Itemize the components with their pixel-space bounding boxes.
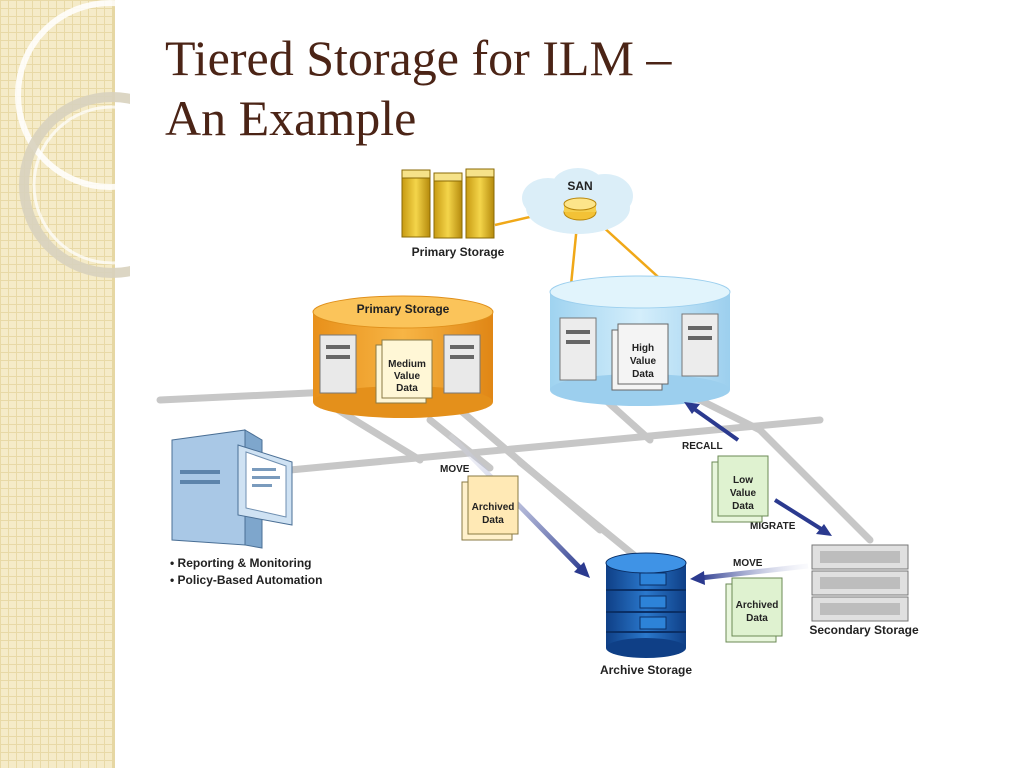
low-value-document-icon	[711, 455, 769, 523]
workstation-icon	[171, 429, 293, 549]
archive-storage-label: Archive Storage	[600, 663, 692, 677]
decorative-circles	[15, 0, 130, 278]
archived-label-1: Archived	[472, 502, 515, 513]
title-line-2: An Example	[165, 90, 417, 146]
sidebar-border	[112, 0, 115, 768]
move-label-2: MOVE	[733, 558, 763, 569]
high-value-label-1: High	[632, 343, 654, 354]
primary-storage-servers-icon	[401, 168, 495, 239]
medium-value-label-1: Medium	[388, 359, 426, 370]
secondary-storage-icon	[811, 544, 909, 622]
high-value-label-3: Data	[632, 369, 654, 380]
migrate-arrow-head	[816, 524, 832, 536]
low-value-label-3: Data	[732, 501, 754, 512]
slide-title: Tiered Storage for ILM – An Example	[165, 28, 671, 148]
archived-label-2-2: Data	[746, 613, 768, 624]
medium-value-label-2: Value	[394, 371, 421, 382]
high-value-label-2: Value	[630, 356, 657, 367]
archived-data-document-icon-2	[725, 577, 783, 643]
bullet-policy: • Policy-Based Automation	[170, 573, 322, 587]
archived-label-2-1: Archived	[736, 600, 779, 611]
move-arrow-head	[574, 562, 590, 578]
recall-arrow	[688, 404, 740, 442]
move-label: MOVE	[440, 464, 470, 475]
primary-storage-cylinder	[312, 295, 494, 418]
bullet-reporting: • Reporting & Monitoring	[170, 556, 312, 570]
title-line-1: Tiered Storage for ILM –	[165, 30, 672, 86]
recall-arrow-head	[684, 402, 700, 414]
server-icon	[559, 317, 597, 381]
move-arrow-2	[699, 563, 809, 581]
medium-value-label-3: Data	[396, 383, 418, 394]
san-label: SAN	[567, 179, 592, 193]
migrate-arrow	[773, 498, 828, 534]
sidebar-pattern	[0, 0, 112, 768]
primary-storage-cylinder-label: Primary Storage	[357, 302, 450, 316]
server-icon	[319, 334, 357, 394]
san-cloud-icon	[522, 168, 633, 234]
secondary-storage-label: Secondary Storage	[809, 623, 919, 637]
archived-label-2: Data	[482, 515, 504, 526]
move-arrow-2-head	[690, 571, 705, 585]
server-icon	[443, 334, 481, 394]
server-icon	[681, 313, 719, 377]
low-value-label-2: Value	[730, 488, 757, 499]
recall-label: RECALL	[682, 441, 723, 452]
archive-storage-icon	[605, 552, 687, 658]
archived-data-document-icon	[461, 475, 519, 541]
low-value-label-1: Low	[733, 475, 753, 486]
primary-storage-top-label: Primary Storage	[412, 245, 505, 259]
high-value-storage-cylinder	[549, 275, 731, 406]
ilm-diagram: Primary Storage SAN Primary Storage Medi…	[156, 168, 919, 677]
migrate-label: MIGRATE	[750, 521, 796, 532]
